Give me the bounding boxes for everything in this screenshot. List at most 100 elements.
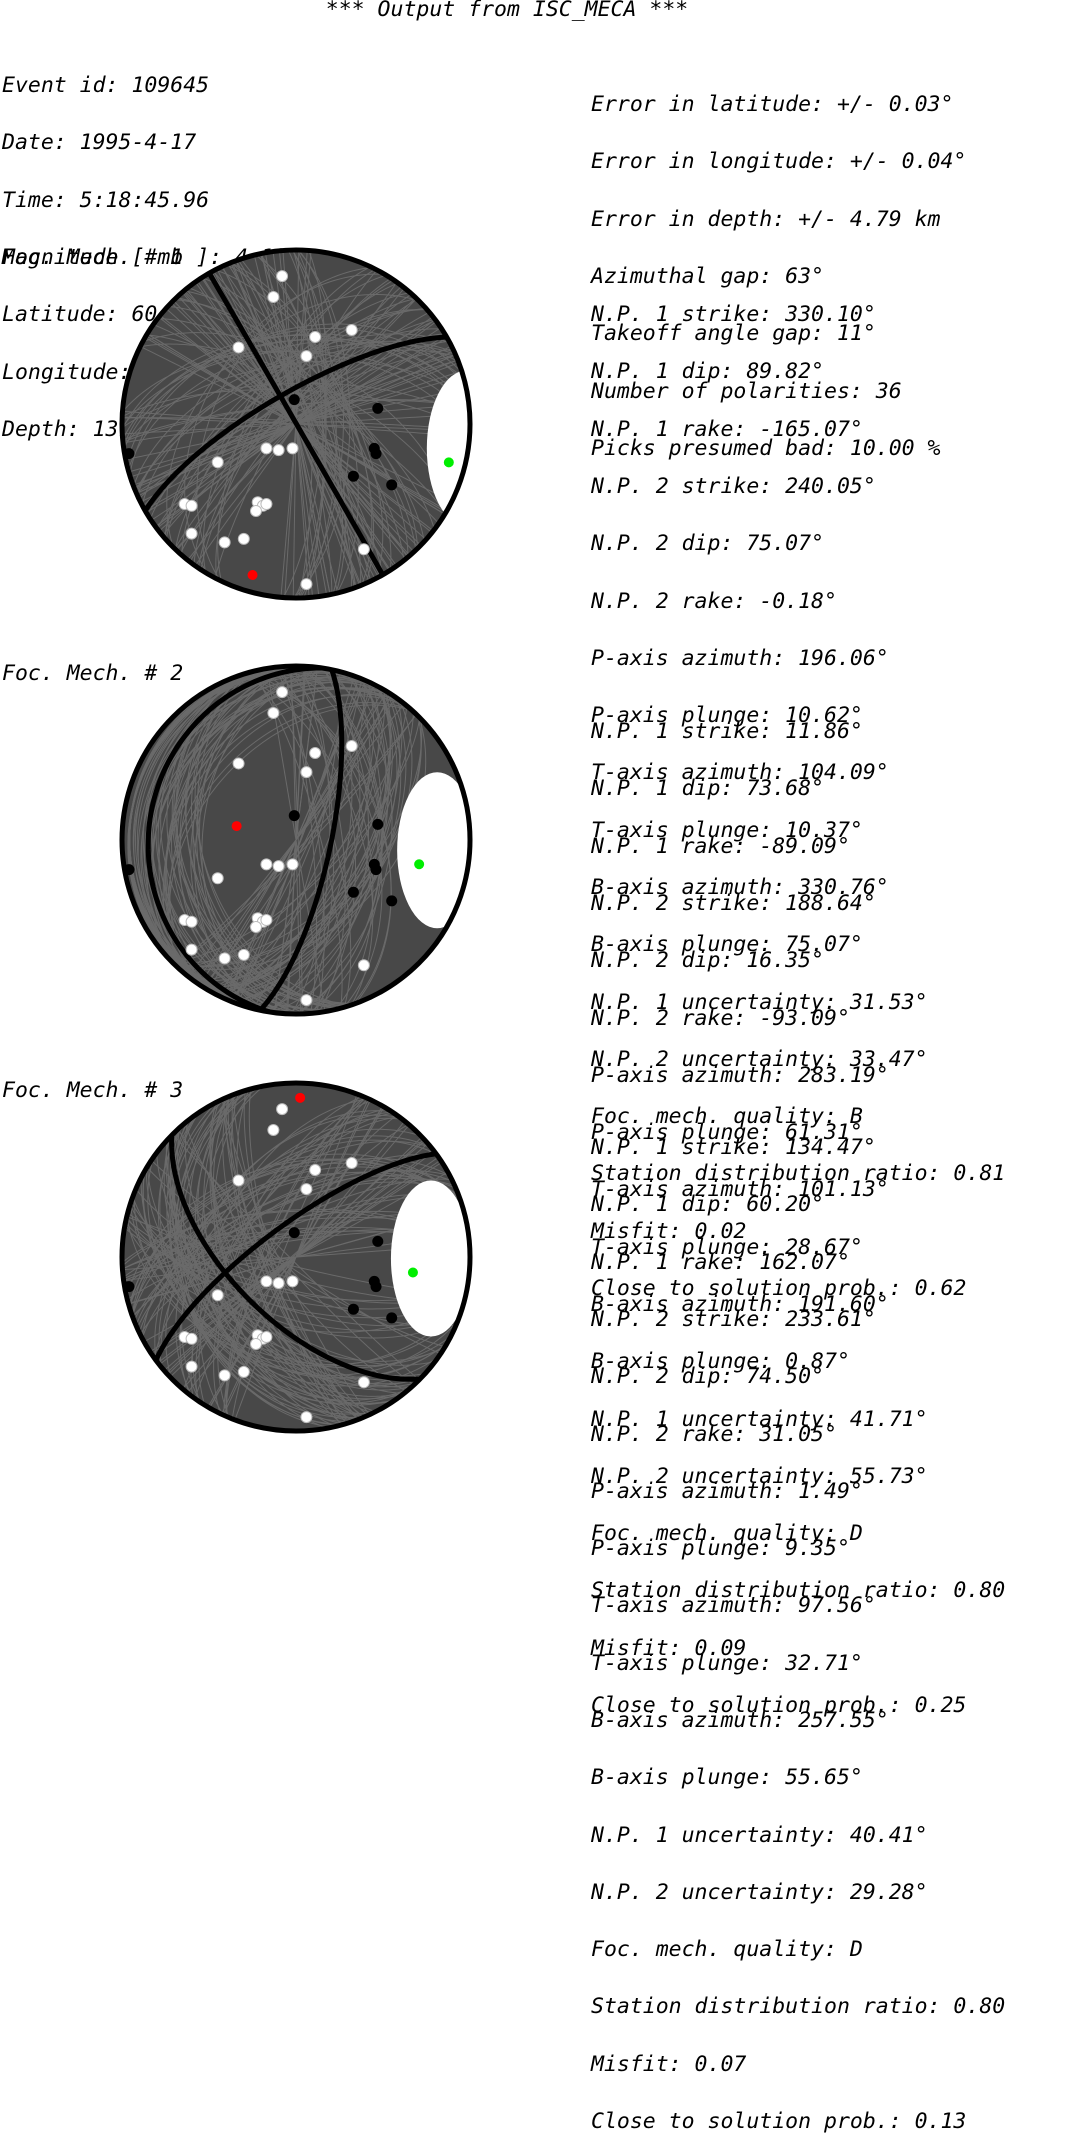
station-down-polarity <box>218 952 231 965</box>
uncertainty-plane <box>164 308 428 539</box>
station-up-polarity <box>288 394 300 406</box>
station-down-polarity <box>272 1277 285 1290</box>
station-down-polarity <box>218 1369 231 1382</box>
uncertainty-plane <box>135 349 457 492</box>
t-axis-marker <box>414 859 425 870</box>
uncertainty-plane <box>194 698 403 982</box>
uncertainty-plane <box>239 674 392 1005</box>
beachball-diagram <box>119 1080 473 1434</box>
station-up-polarity <box>372 1235 384 1247</box>
station-up-polarity <box>347 886 359 898</box>
dilatational-area <box>397 772 470 929</box>
station-down-polarity <box>185 915 198 928</box>
mechanism-parameters: N.P. 1 strike: 134.47° N.P. 1 dip: 60.20… <box>591 1100 1005 2150</box>
station-down-polarity <box>211 1289 224 1302</box>
uncertainty-plane <box>180 1086 332 1428</box>
uncertainty-plane <box>270 667 393 1013</box>
station-down-polarity <box>232 341 245 354</box>
station-down-polarity <box>260 442 273 455</box>
p-axis-marker <box>247 570 258 581</box>
uncertainty-plane <box>141 1170 450 1339</box>
param-line: P-axis plunge: 61.31° <box>591 1120 863 1146</box>
param-line: Station distribution ratio: 0.81 <box>591 1161 1006 1187</box>
uncertainty-plane <box>128 1162 464 1307</box>
uncertainty-plane <box>203 692 407 988</box>
station-down-polarity <box>211 456 224 469</box>
uncertainty-plane <box>201 666 311 1014</box>
station-down-polarity <box>345 1157 358 1170</box>
mechanism-parameters: N.P. 1 strike: 330.10° N.P. 1 dip: 89.82… <box>591 267 1005 1317</box>
station-down-polarity <box>267 1123 280 1136</box>
uncertainty-plane <box>174 299 419 549</box>
param-line: N.P. 2 dip: 75.07° <box>591 531 824 557</box>
station-up-polarity <box>288 810 300 822</box>
location-quality-info: Error in latitude: +/- 0.03° Error in lo… <box>591 57 966 477</box>
nodal-plane-2 <box>153 1151 437 1362</box>
param-line: Misfit: 0.07 <box>591 2051 747 2077</box>
station-down-polarity <box>267 290 280 303</box>
uncertainty-plane <box>274 667 325 1013</box>
uncertainty-plane <box>179 669 331 1011</box>
nodal-plane-2 <box>145 666 323 1014</box>
param-line: P-axis plunge: 10.62° <box>591 703 863 729</box>
param-line: P-axis plunge: 9.35° <box>591 1536 850 1562</box>
uncertainty-plane <box>199 1098 369 1416</box>
uncertainty-plane <box>214 269 384 579</box>
station-down-polarity <box>237 948 250 961</box>
station-down-polarity <box>300 350 313 363</box>
station-up-polarity <box>347 1303 359 1315</box>
station-down-polarity <box>309 1164 322 1176</box>
param-line: P-axis azimuth: 1.49° <box>591 1478 863 1504</box>
uncertainty-plane <box>196 266 373 581</box>
uncertainty-plane <box>225 1096 365 1418</box>
uncertainty-plane <box>175 714 417 967</box>
uncertainty-plane <box>135 1175 457 1326</box>
uncertainty-plane <box>230 678 362 1002</box>
param-line: B-axis azimuth: 257.55° <box>591 1708 889 1733</box>
uncertainty-plane <box>287 666 370 1014</box>
param-line: Close to solution prob.: 0.13 <box>591 2108 967 2134</box>
param-line: N.P. 2 rake: -0.18° <box>591 588 837 614</box>
quality-line: Azimuthal gap: 63° <box>591 264 824 290</box>
uncertainty-plane <box>292 250 344 598</box>
uncertainty-plane <box>182 1100 372 1415</box>
uncertainty-plane <box>223 1098 369 1416</box>
param-line: N.P. 1 dip: 73.68° <box>591 776 824 802</box>
focal-sphere-outline <box>119 663 473 1017</box>
param-line: P-axis azimuth: 196.06° <box>591 645 889 671</box>
param-line: N.P. 2 strike: 188.64° <box>591 891 876 917</box>
uncertainty-plane <box>175 713 417 967</box>
station-down-polarity <box>357 1376 370 1389</box>
uncertainty-plane <box>129 1204 463 1332</box>
p-axis-marker <box>231 821 242 832</box>
uncertainty-plane <box>155 669 332 1011</box>
quality-line: Takeoff angle gap: 11° <box>591 321 876 347</box>
uncertainty-plane <box>259 253 333 595</box>
focal-sphere-outline <box>119 247 473 601</box>
uncertainty-plane <box>131 1171 460 1317</box>
station-down-polarity <box>300 1183 313 1196</box>
param-line: N.P. 2 dip: 16.35° <box>591 948 824 974</box>
station-down-polarity <box>276 270 289 283</box>
station-up-polarity <box>288 1227 300 1239</box>
uncertainty-plane <box>151 1159 441 1355</box>
param-line: N.P. 2 rake: 31.05° <box>591 1421 837 1447</box>
param-line: N.P. 2 uncertainty: 29.28° <box>591 1879 928 1905</box>
param-line: B-axis plunge: 55.65° <box>591 1765 863 1791</box>
uncertainty-plane <box>129 666 317 1014</box>
uncertainty-plane <box>209 1102 376 1413</box>
station-down-polarity <box>237 1365 250 1378</box>
uncertainty-plane <box>156 318 436 529</box>
station-down-polarity <box>267 706 280 719</box>
mechanism-label: Foc. Mech. # 1 <box>2 245 184 270</box>
param-line: N.P. 2 strike: 233.61° <box>591 1307 876 1333</box>
uncertainty-plane <box>236 1089 344 1425</box>
param-line: N.P. 1 strike: 134.47° <box>591 1135 876 1161</box>
param-line: T-axis plunge: 28.67° <box>591 1234 863 1260</box>
focal-sphere-outline <box>119 1080 473 1434</box>
station-down-polarity <box>286 442 299 455</box>
param-line: Misfit: 0.02 <box>591 1218 747 1244</box>
param-line: B-axis azimuth: 191.60° <box>591 1292 889 1317</box>
uncertainty-plane <box>141 1157 451 1339</box>
station-down-polarity <box>260 1275 273 1288</box>
